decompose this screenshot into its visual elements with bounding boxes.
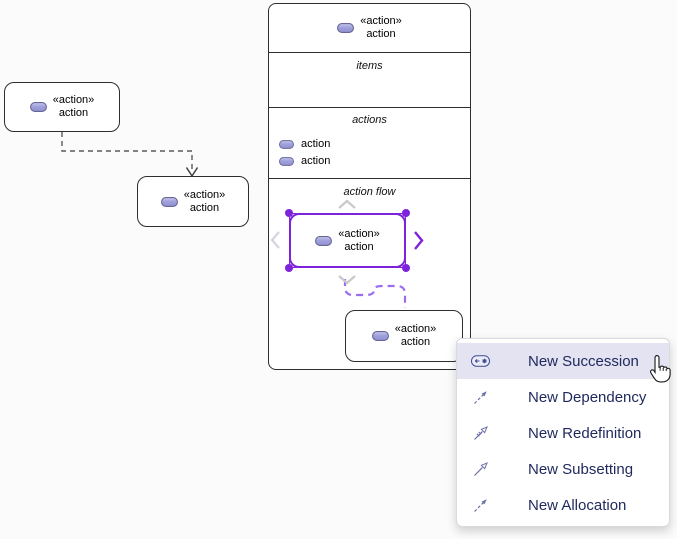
action-icon: [315, 235, 333, 246]
selected-action-text: «action» action: [338, 228, 380, 254]
menu-item-new-dependency[interactable]: New Dependency: [457, 379, 669, 415]
compartment-divider: [269, 52, 470, 53]
compartment-divider: [269, 178, 470, 179]
container-header-text: «action» action: [360, 15, 402, 41]
new-subsetting-icon: [457, 460, 505, 478]
stereotype-label: «action»: [52, 94, 95, 106]
stereotype-label: «action»: [360, 15, 402, 27]
action-name-label: action: [189, 201, 220, 214]
chevron-up-icon[interactable]: [337, 197, 357, 215]
actions-list-item[interactable]: action: [279, 138, 330, 150]
chevron-left-icon[interactable]: [270, 230, 281, 255]
actions-list-item-label: action: [301, 155, 331, 167]
action-name-label: action: [58, 107, 89, 119]
stereotype-label: «action»: [338, 227, 380, 240]
new-redefinition-icon: [457, 424, 505, 442]
dependency-connector[interactable]: [61, 132, 199, 178]
actions-list-item-label: action: [301, 138, 331, 150]
actions-list-item[interactable]: action: [279, 155, 330, 167]
selected-action-node[interactable]: «action» action: [289, 213, 406, 268]
container-action-node[interactable]: «action» action items actions action act…: [268, 3, 471, 370]
action-node-1-text: «action» action: [53, 94, 95, 120]
resize-handle-top-left[interactable]: [285, 209, 293, 217]
chevron-down-icon[interactable]: [337, 272, 357, 290]
action-icon: [160, 196, 178, 207]
menu-item-label: New Dependency: [528, 388, 647, 406]
resize-handle-top-right[interactable]: [402, 209, 410, 217]
menu-item-new-succession[interactable]: New Succession: [457, 343, 669, 379]
action-flow-compartment-label: action flow: [343, 186, 396, 198]
stereotype-label: «action»: [394, 323, 437, 335]
menu-item-label: New Allocation: [528, 496, 627, 514]
compartment-divider: [269, 107, 470, 108]
menu-item-label: New Succession: [528, 352, 639, 370]
resize-handle-bottom-right[interactable]: [402, 264, 410, 272]
menu-item-new-redefinition[interactable]: New Redefinition: [457, 415, 669, 451]
action-icon: [29, 102, 47, 112]
action-name-label: action: [344, 240, 374, 253]
action-icon: [279, 156, 294, 166]
actions-compartment-label: actions: [352, 114, 387, 126]
menu-item-new-subsetting[interactable]: New Subsetting: [457, 451, 669, 487]
action-icon: [279, 139, 294, 149]
menu-item-label: New Subsetting: [528, 460, 634, 478]
resize-handle-bottom-left[interactable]: [285, 264, 293, 272]
action-node-2[interactable]: «action» action: [137, 176, 249, 227]
new-dependency-icon: [457, 388, 505, 406]
stereotype-label: «action»: [183, 188, 226, 201]
chevron-right-icon[interactable]: [413, 230, 425, 256]
action-node-3[interactable]: «action» action: [345, 310, 463, 362]
items-compartment-label: items: [356, 60, 383, 72]
menu-item-new-allocation[interactable]: New Allocation: [457, 487, 669, 523]
new-succession-icon: [457, 354, 505, 368]
action-name-label: action: [366, 28, 396, 40]
action-node-1[interactable]: «action» action: [4, 82, 120, 132]
container-header[interactable]: «action» action: [269, 4, 470, 52]
action-name-label: action: [400, 336, 431, 348]
action-icon: [337, 23, 355, 33]
context-menu: New Succession New Dependency New Redefi…: [456, 338, 670, 527]
action-node-2-text: «action» action: [184, 189, 226, 215]
menu-item-label: New Redefinition: [528, 424, 642, 442]
action-node-3-text: «action» action: [395, 323, 437, 349]
new-allocation-icon: [457, 496, 505, 514]
action-icon: [371, 331, 389, 341]
